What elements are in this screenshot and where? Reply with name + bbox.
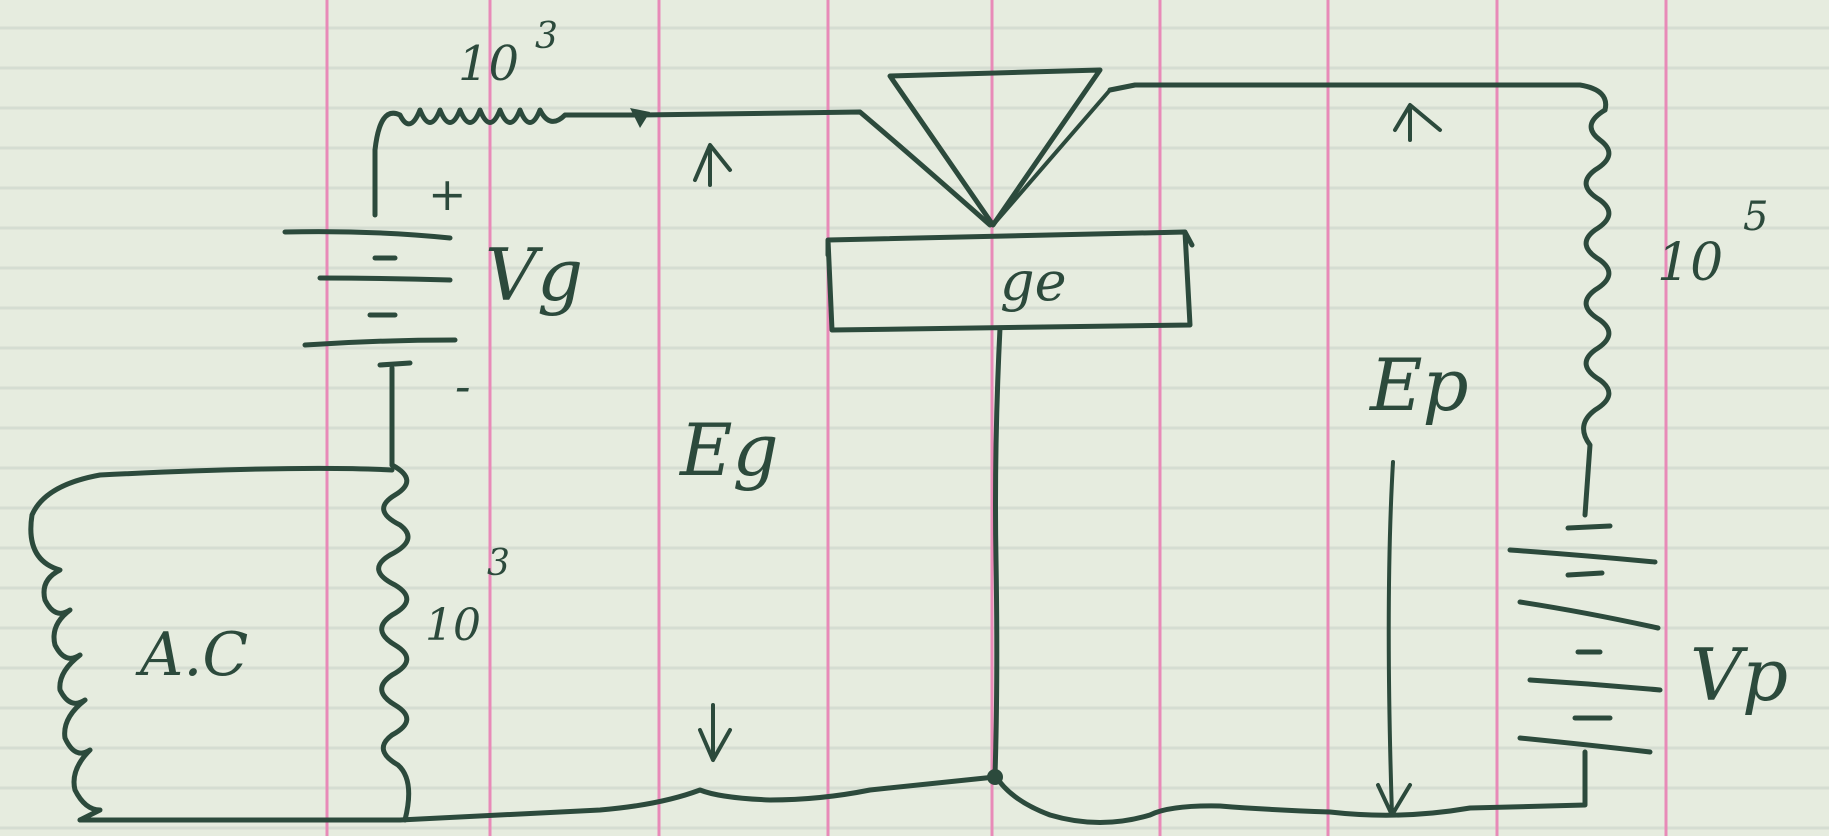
ac-source-label: A.C	[135, 620, 248, 690]
ruled-lines	[0, 26, 1829, 830]
plate-battery-label: Vp	[1690, 633, 1788, 717]
base-lead	[992, 325, 1003, 778]
grid-wire	[637, 109, 993, 228]
point-contact-inner-line	[991, 88, 1112, 227]
grid-voltage-label: Eg	[678, 408, 779, 492]
grid-battery-plus: +	[428, 167, 467, 221]
point-contact-triangle	[887, 67, 1103, 228]
input-resistor	[376, 462, 412, 823]
plate-resistor-exponent: 5	[1743, 194, 1768, 240]
ac-source-coil	[28, 465, 395, 823]
input-resistor-label: 10	[425, 600, 481, 651]
germanium-crystal	[825, 229, 1195, 333]
input-resistor-exponent: 3	[487, 543, 510, 584]
grid-battery-label: Vg	[485, 233, 583, 317]
grid-resistor-exponent: 3	[535, 16, 558, 57]
vertical-pink-lines	[325, 0, 1668, 836]
ep-arrow-up	[1393, 103, 1442, 142]
grid-battery	[282, 147, 458, 468]
plate-voltage-label: Ep	[1368, 343, 1469, 427]
ep-arrow-down	[1376, 460, 1412, 817]
grid-resistor-label: 10	[458, 36, 519, 92]
eg-arrow-up	[693, 143, 732, 187]
plate-resistor-label: 10	[1657, 233, 1723, 293]
plate-resistor	[1581, 107, 1612, 518]
bottom-wire	[77, 774, 998, 823]
plate-battery-lead	[992, 749, 1588, 825]
plate-wire-top	[1107, 82, 1609, 113]
grid-battery-minus: -	[455, 359, 471, 413]
crystal-label: ge	[1000, 250, 1067, 313]
plate-battery	[1507, 523, 1663, 755]
eg-arrow-down	[698, 703, 732, 762]
grid-resistor	[372, 107, 643, 153]
